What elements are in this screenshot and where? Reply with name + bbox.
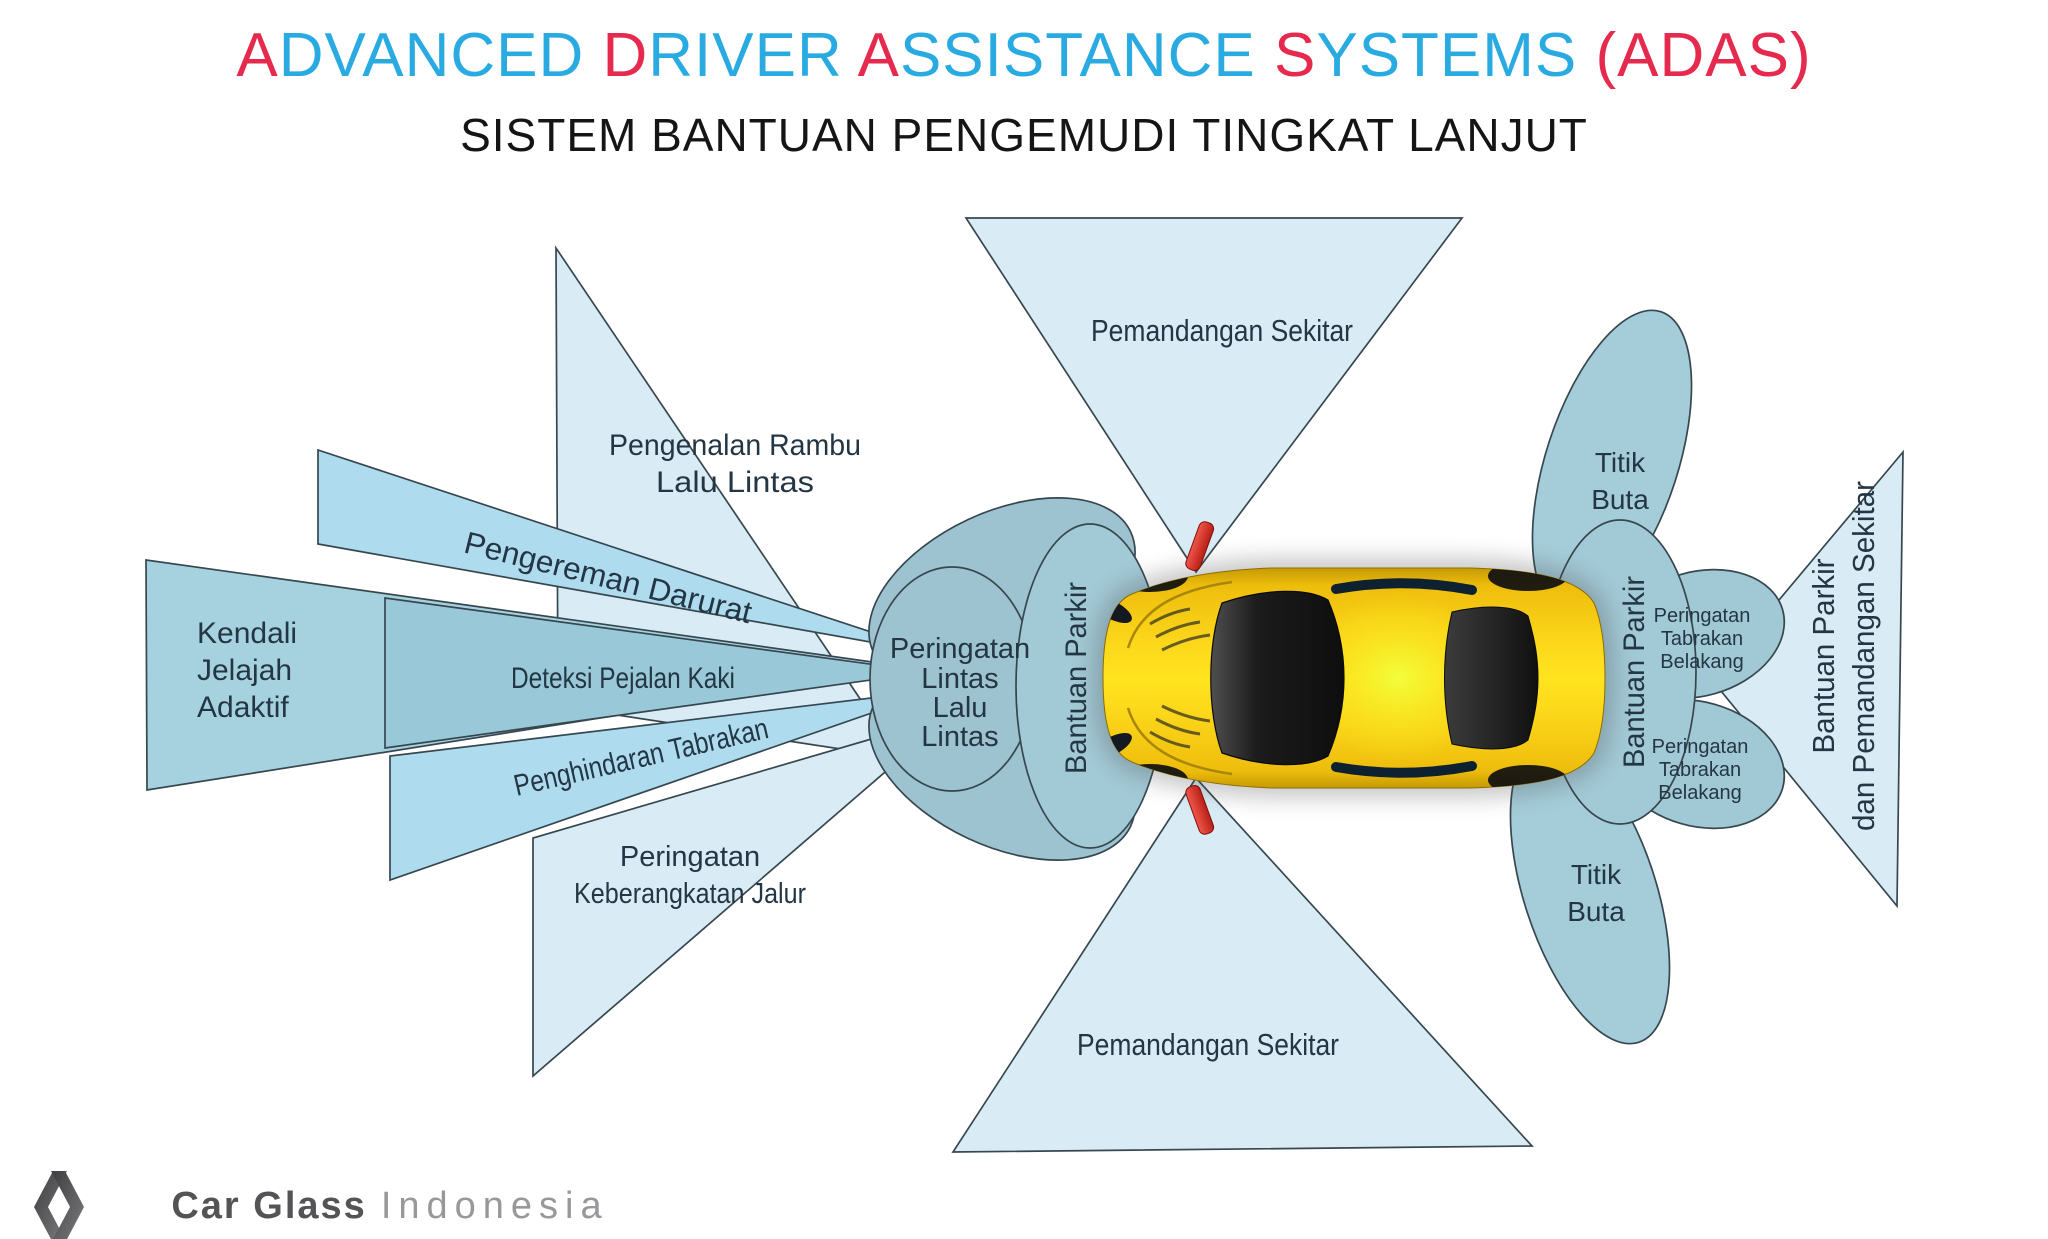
logo-brand-text: Car Glass: [171, 1185, 367, 1227]
zone-bantuan-parkir-dan-pemandangan: [1710, 449, 1904, 909]
zone-labels: Kendali Jelajah Adaktif Pengereman Darur…: [197, 313, 1881, 1062]
label-titik-buta-bawah-1: Titik: [1571, 859, 1622, 890]
label-parkir-depan: Bantuan Parkir: [1060, 582, 1093, 774]
side-window-bottom: [1331, 761, 1477, 778]
label-lintas-1: Peringatan: [890, 633, 1030, 665]
label-lintas-4: Lintas: [921, 721, 998, 753]
zone-pengereman-darurat: [317, 448, 939, 655]
brand-logo: Car Glass Indonesia: [26, 1142, 609, 1239]
label-tabrakan-atas-3: Belakang: [1660, 651, 1743, 673]
zone-peringatan-keberangkatan-jalur: [532, 715, 951, 1078]
car-top-view: [1088, 521, 1605, 835]
hood-line-bottom: [1126, 707, 1233, 776]
label-lintas-3: Lalu: [933, 692, 988, 724]
label-titik-buta-bawah-2: Buta: [1567, 896, 1625, 927]
page-title: ADVANCED DRIVER ASSISTANCE SYSTEMS (ADAS…: [236, 21, 1812, 90]
roof-highlight: [1303, 593, 1493, 763]
label-kendali-1: Kendali: [197, 617, 297, 650]
label-pemandangan-bawah: Pemandangan Sekitar: [1077, 1027, 1339, 1062]
hood-vents-top: [1149, 607, 1211, 652]
label-pengenalan-2: Lalu Lintas: [656, 466, 814, 499]
side-mirror-top: [1185, 521, 1215, 571]
label-parkir-kanan-2: dan Pemandangan Sekitar: [1846, 481, 1881, 831]
label-tabrakan-bawah-2: Tabrakan: [1659, 759, 1741, 781]
label-tabrakan-bawah-3: Belakang: [1658, 782, 1741, 804]
label-lintas-2: Lintas: [921, 663, 998, 695]
hood-vents-bottom: [1149, 704, 1211, 749]
zone-deteksi-pejalan-kaki: [384, 597, 929, 749]
label-kendali-3: Adaktif: [197, 691, 289, 724]
logo-region-text: Indonesia: [380, 1185, 609, 1227]
label-keberangkatan-2: Keberangkatan Jalur: [574, 878, 806, 910]
label-titik-buta-atas-2: Buta: [1591, 484, 1649, 515]
hood-line-top: [1126, 580, 1233, 649]
side-window-top: [1331, 578, 1477, 595]
label-parkir-kanan-1: Bantuan Parkir: [1806, 559, 1841, 754]
rear-window-glass: [1444, 606, 1539, 750]
label-pengenalan-1: Pengenalan Rambu: [609, 429, 861, 462]
label-pemandangan-atas: Pemandangan Sekitar: [1091, 313, 1353, 348]
zone-pemandangan-sekitar-atas: [964, 217, 1464, 574]
label-titik-buta-atas-1: Titik: [1595, 447, 1646, 478]
label-tabrakan-atas-2: Tabrakan: [1661, 628, 1743, 650]
label-keberangkatan-1: Peringatan: [620, 841, 760, 873]
label-parkir-belakang: Bantuan Parkir: [1618, 576, 1651, 768]
chevron-left-icon: [34, 1170, 67, 1239]
page-subtitle: SISTEM BANTUAN PENGEMUDI TINGKAT LANJUT: [460, 109, 1588, 161]
zone-pemandangan-sekitar-bawah: [951, 776, 1534, 1153]
label-kendali-2: Jelajah: [197, 654, 292, 687]
label-tabrakan-atas-1: Peringatan: [1654, 605, 1751, 627]
zone-penghindaran-tabrakan: [389, 689, 939, 882]
chevron-right-icon: [51, 1170, 84, 1239]
windshield-glass: [1210, 590, 1345, 766]
car-glass-logo-icon: [34, 1170, 84, 1239]
label-deteksi: Deteksi Pejalan Kaki: [511, 662, 735, 695]
label-tabrakan-bawah-1: Peringatan: [1652, 736, 1749, 758]
side-mirror-bottom: [1185, 785, 1215, 835]
